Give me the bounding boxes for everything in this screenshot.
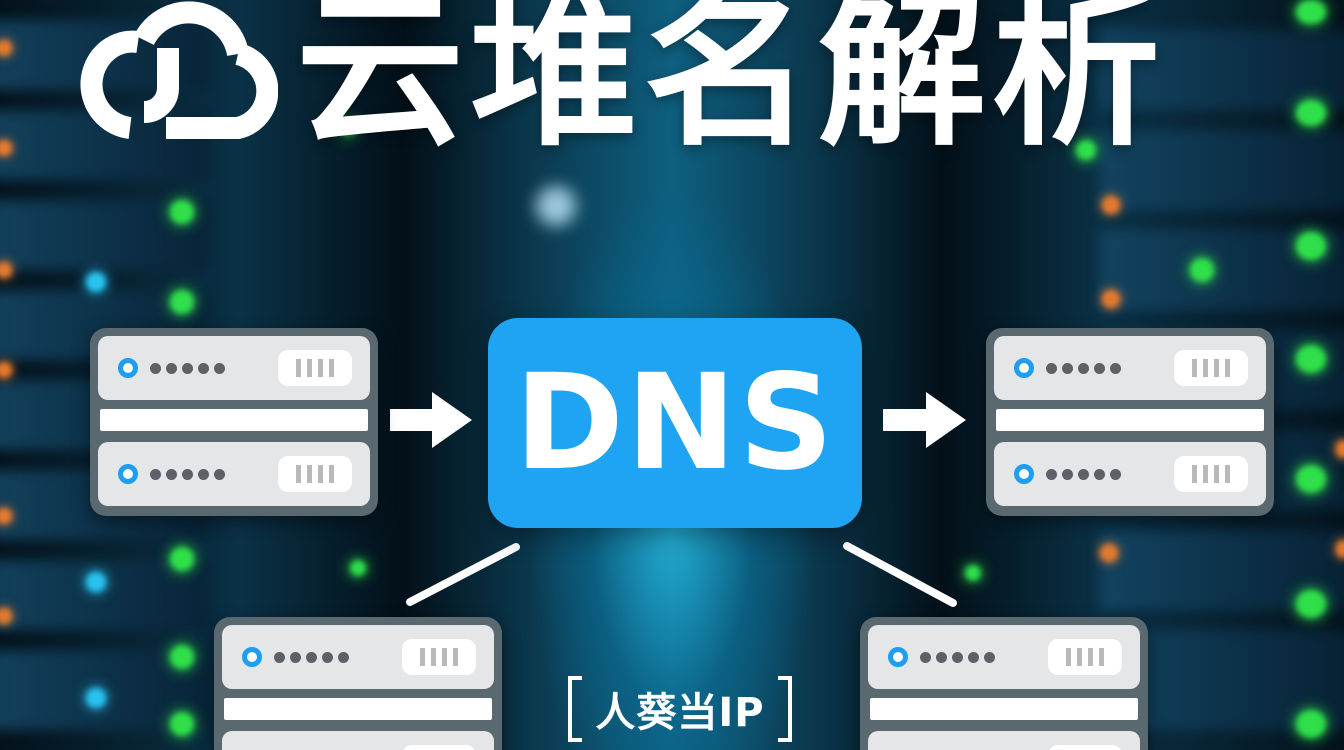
dns-label: DNS (514, 346, 836, 500)
port-icon (402, 745, 476, 750)
status-light-icon (1014, 358, 1034, 378)
port-icon (1174, 456, 1248, 492)
status-light-icon (1014, 464, 1034, 484)
indicator-dots (150, 362, 225, 374)
port-icon (278, 456, 352, 492)
indicator-dots (1046, 362, 1121, 374)
bracket-left-icon (568, 676, 582, 742)
indicator-dots (920, 651, 995, 663)
status-light-icon (118, 358, 138, 378)
drive-slot (870, 698, 1138, 720)
status-light-icon (888, 647, 908, 667)
server-unit (98, 442, 370, 506)
server-unit (98, 336, 370, 400)
drive-slot (100, 409, 368, 431)
cloud-icon (80, 1, 278, 139)
drive-slot (996, 409, 1264, 431)
server-unit (222, 625, 494, 689)
port-icon (1174, 350, 1248, 386)
port-icon (1048, 745, 1122, 750)
status-light-icon (242, 647, 262, 667)
ip-label-text: 人葵当IP (595, 690, 765, 736)
server-right (986, 328, 1274, 516)
server-unit (222, 731, 494, 750)
server-bottom-left (214, 617, 502, 750)
port-icon (402, 639, 476, 675)
title-row: 云堆名解析 (68, 0, 1166, 156)
server-unit (994, 442, 1266, 506)
port-icon (1048, 639, 1122, 675)
status-light-icon (118, 464, 138, 484)
page-title: 云堆名解析 (296, 0, 1166, 169)
drive-slot (224, 698, 492, 720)
dns-node: DNS (488, 318, 862, 528)
port-icon (278, 350, 352, 386)
server-unit (868, 731, 1140, 750)
server-unit (868, 625, 1140, 689)
ip-label: 人葵当IP (568, 676, 792, 742)
indicator-dots (1046, 468, 1121, 480)
indicator-dots (150, 468, 225, 480)
server-left (90, 328, 378, 516)
server-bottom-right (860, 617, 1148, 750)
indicator-dots (274, 651, 349, 663)
bracket-right-icon (778, 676, 792, 742)
server-unit (994, 336, 1266, 400)
